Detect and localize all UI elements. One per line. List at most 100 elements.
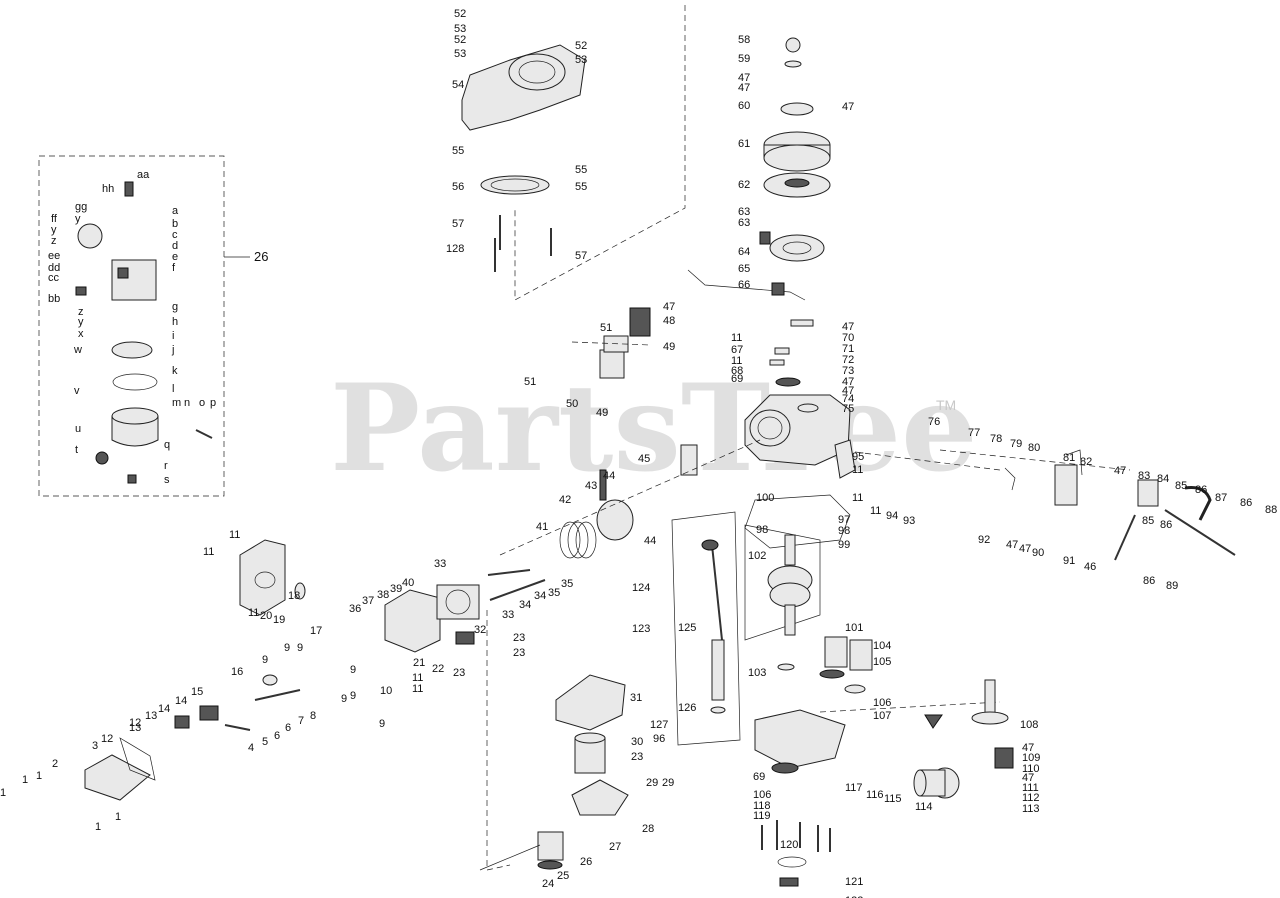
part-callout-74: 74 [842,393,854,405]
piston-assembly [559,444,698,559]
part-callout-g: g [172,301,178,313]
part-callout-66: 66 [738,279,750,291]
part-callout-100: 100 [756,492,774,504]
part-callout-11: 11 [412,683,423,695]
part-callout-125: 125 [678,622,696,634]
part-callout-v: v [74,385,80,397]
part-callout-9: 9 [284,642,290,654]
carburetor [537,831,564,870]
part-callout-q: q [164,439,170,451]
part-callout-35: 35 [561,578,573,590]
part-callout-53: 53 [454,48,466,60]
seal-103 [777,663,795,671]
air-filter-cover [555,674,626,731]
module-48 [629,307,651,337]
part-callout-79: 79 [1010,438,1022,450]
engine-crankcase [744,394,851,466]
part-callout-11: 11 [412,672,423,684]
part-callout-29: 29 [646,777,658,789]
part-callout-106: 106 [873,697,891,709]
solenoid-axis [571,341,651,346]
part-callout-11: 11 [229,529,240,541]
head-shroud [239,539,306,616]
part-callout-y: y [78,316,84,328]
part-callout-j: j [171,344,174,356]
part-callout-1: 1 [95,821,101,833]
part-callout-38: 38 [377,589,389,601]
part-callout-11: 11 [731,355,742,367]
part-callout-78: 78 [990,433,1002,445]
part-callout-83: 83 [1138,470,1150,482]
part-callout-93: 93 [903,515,915,527]
camshaft-parts [819,636,943,729]
part-callout-47: 47 [1006,539,1018,551]
part-callout-29: 29 [662,777,674,789]
part-callout-1: 1 [115,811,121,823]
part-callout-92: 92 [978,534,990,546]
dipstick-box [671,511,741,746]
part-callout-124: 124 [632,582,650,594]
part-callout-gg: gg [75,201,87,213]
part-callout-6: 6 [285,722,291,734]
governor-linkage [769,319,814,387]
part-callout-z: z [51,235,57,247]
part-callout-86: 86 [1160,519,1172,531]
part-callout-69: 69 [731,373,743,385]
carburetor-kit-label: 26 [254,249,268,264]
part-callout-s: s [164,474,170,486]
part-callout-82: 82 [1080,456,1092,468]
part-callout-57: 57 [452,218,464,230]
part-callout-11: 11 [248,607,259,619]
part-callout-115: 115 [884,793,902,805]
part-callout-88: 88 [1265,504,1277,516]
callout-labels: 5253525352535455555556571285758594747476… [0,8,1277,898]
part-callout-63: 63 [738,217,750,229]
part-callout-49: 49 [663,341,675,353]
part-callout-12: 12 [129,717,141,729]
part-callout-aa: aa [137,169,150,181]
part-callout-63: 63 [738,206,750,218]
part-callout-20: 20 [260,610,272,622]
pto-shaft [971,679,1014,769]
part-callout-55: 55 [575,181,587,193]
part-callout-17: 17 [310,625,322,637]
part-callout-10: 10 [380,685,392,697]
part-callout-n: n [184,397,190,409]
part-callout-56: 56 [452,181,464,193]
carburetor-kit-box: 26 [38,155,268,497]
valve-train-parts [174,674,301,731]
cylinder-head [384,569,546,653]
part-callout-12: 12 [101,733,113,745]
valve-cover [84,737,156,801]
part-callout-62: 62 [738,179,750,191]
part-callout-11: 11 [203,546,214,558]
part-callout-d: d [172,240,178,252]
part-callout-14: 14 [175,695,187,707]
governor-axis [939,449,1131,471]
part-callout-49: 49 [596,407,608,419]
part-callout-105: 105 [873,656,891,668]
part-callout-50: 50 [566,398,578,410]
part-callout-98: 98 [838,525,850,537]
part-callout-86: 86 [1240,497,1252,509]
part-callout-98: 98 [756,524,768,536]
part-callout-9: 9 [350,664,356,676]
part-callout-47: 47 [738,72,750,84]
watermark-trademark: TM [936,397,956,413]
part-callout-l: l [172,383,174,395]
part-callout-41: 41 [536,521,548,533]
part-callout-55: 55 [575,164,587,176]
part-callout-8: 8 [310,710,316,722]
part-callout-84: 84 [1157,473,1169,485]
part-callout-65: 65 [738,263,750,275]
part-callout-45: 45 [638,453,650,465]
rotating-screen [480,175,550,195]
part-callout-126: 126 [678,702,696,714]
blower-housing [461,44,586,131]
air-filter-base [571,779,629,816]
part-callout-96: 96 [653,733,665,745]
part-callout-52: 52 [575,40,587,52]
part-callout-73: 73 [842,365,854,377]
carb-axis [486,610,511,871]
part-callout-o: o [199,397,205,409]
